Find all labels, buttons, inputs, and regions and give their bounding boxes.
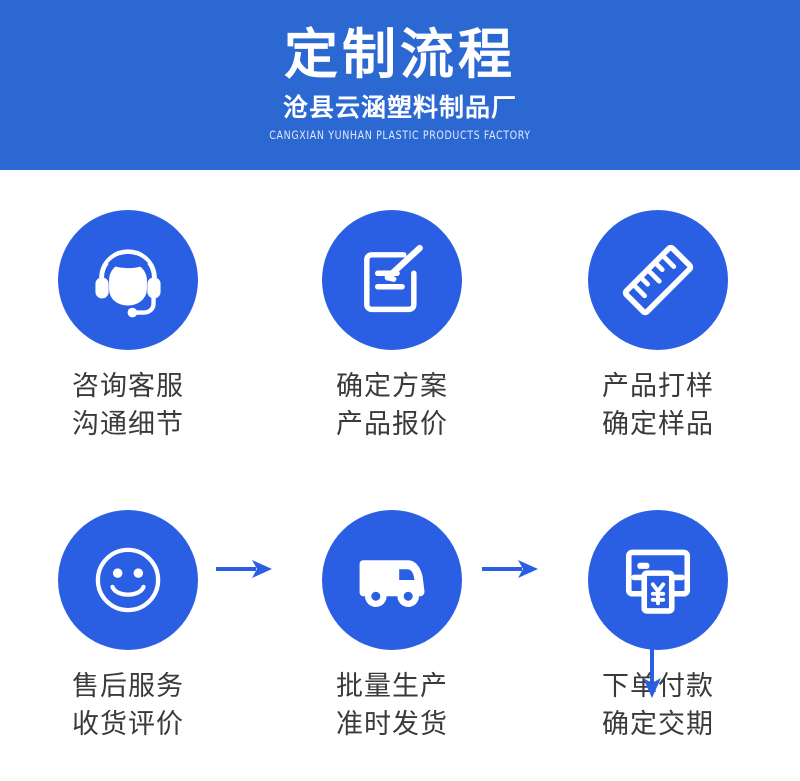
arrow-step3-to-step4-icon	[638, 640, 666, 706]
company-name: 沧县云涵塑料制品厂	[282, 93, 517, 123]
step-6-icon-circle	[58, 510, 198, 650]
step-5-icon-circle	[322, 510, 462, 650]
step-1-label: 咨询客服 沟通细节	[72, 368, 184, 445]
step-6-label-line1: 售后服务	[72, 671, 184, 702]
step-5-label: 批量生产 准时发货	[336, 668, 448, 745]
document-edit-icon	[350, 238, 434, 322]
step-6-label: 售后服务 收货评价	[72, 668, 184, 745]
step-2-label-line1: 确定方案	[336, 371, 448, 402]
process-step-4: 下单付款 确定交期	[538, 510, 778, 745]
step-2-label-line2: 产品报价	[336, 409, 448, 441]
step-3-label-line2: 确定样品	[602, 409, 714, 441]
process-step-2: 确定方案 产品报价	[272, 210, 512, 445]
step-3-icon-circle	[588, 210, 728, 350]
step-5-label-line2: 准时发货	[336, 709, 448, 741]
process-step-3: 产品打样 确定样品	[538, 210, 778, 445]
arrow-step1-to-step2-icon	[214, 555, 276, 587]
step-1-label-line2: 沟通细节	[72, 409, 184, 441]
ruler-icon	[615, 237, 701, 323]
header-banner: 定制流程 沧县云涵塑料制品厂 CANGXIAN YUNHAN PLASTIC P…	[0, 0, 800, 170]
process-flow: 咨询客服 沟通细节 确定方案 产品报价	[0, 170, 800, 781]
step-4-label: 下单付款 确定交期	[602, 668, 714, 745]
step-4-icon-circle	[588, 510, 728, 650]
step-4-label-line2: 确定交期	[602, 709, 714, 741]
process-step-5: 批量生产 准时发货	[272, 510, 512, 745]
step-3-label-line1: 产品打样	[602, 371, 714, 402]
step-1-icon-circle	[58, 210, 198, 350]
arrow-step2-to-step3-icon	[480, 555, 542, 587]
step-2-label: 确定方案 产品报价	[336, 368, 448, 445]
step-6-label-line2: 收货评价	[72, 709, 184, 741]
process-step-6: 售后服务 收货评价	[8, 510, 248, 745]
company-name-english: CANGXIAN YUNHAN PLASTIC PRODUCTS FACTORY	[269, 128, 531, 143]
page-title: 定制流程	[284, 23, 516, 86]
delivery-truck-icon	[347, 535, 437, 625]
smiley-face-icon	[85, 537, 171, 623]
step-1-label-line1: 咨询客服	[72, 371, 184, 402]
step-3-label: 产品打样 确定样品	[602, 368, 714, 445]
headset-support-icon	[84, 236, 172, 324]
step-2-icon-circle	[322, 210, 462, 350]
process-step-1: 咨询客服 沟通细节	[8, 210, 248, 445]
step-4-label-line1: 下单付款	[602, 671, 714, 702]
atm-payment-yen-icon	[615, 537, 701, 623]
step-5-label-line1: 批量生产	[336, 671, 448, 702]
